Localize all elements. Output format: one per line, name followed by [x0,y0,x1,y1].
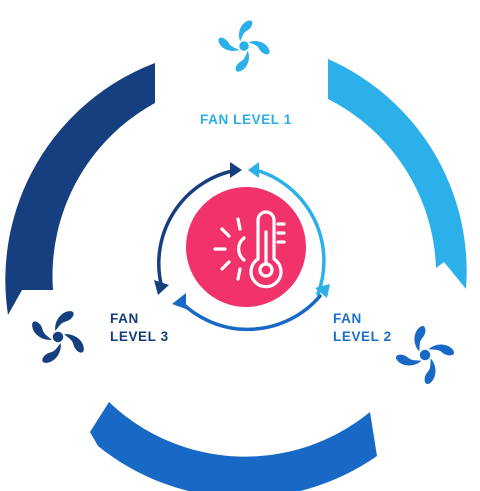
fan-level-1-label: FAN LEVEL 1 [200,111,292,129]
fan-level-3-label-line1: FAN [110,311,139,326]
center-circle [186,187,306,307]
ring-segment-level-3 [5,63,156,315]
sun-thermometer-icon [213,210,286,289]
circular-arrows-icon [157,168,326,332]
fan-level-1-label-line1: FAN LEVEL 1 [200,112,292,127]
fan-icon-level-1 [218,20,270,72]
ring-segment-level-2 [90,402,377,491]
fan-level-3-label-line2: LEVEL 3 [110,329,169,344]
fan-level-2-label: FAN LEVEL 2 [333,310,392,346]
arrowhead-icon [315,284,330,298]
fan-level-3-label: FAN LEVEL 3 [110,310,169,346]
arrowhead-icon [248,162,259,178]
ring-segment-level-1 [328,59,467,289]
arrowhead-icon [154,280,169,295]
fan-level-2-label-line1: FAN [333,311,362,326]
fan-icon-level-2 [388,318,462,392]
arrowhead-icon [230,162,242,178]
fan-level-2-label-line2: LEVEL 2 [333,329,392,344]
fan-icon-level-3 [23,302,93,372]
arrowhead-icon [172,293,186,309]
